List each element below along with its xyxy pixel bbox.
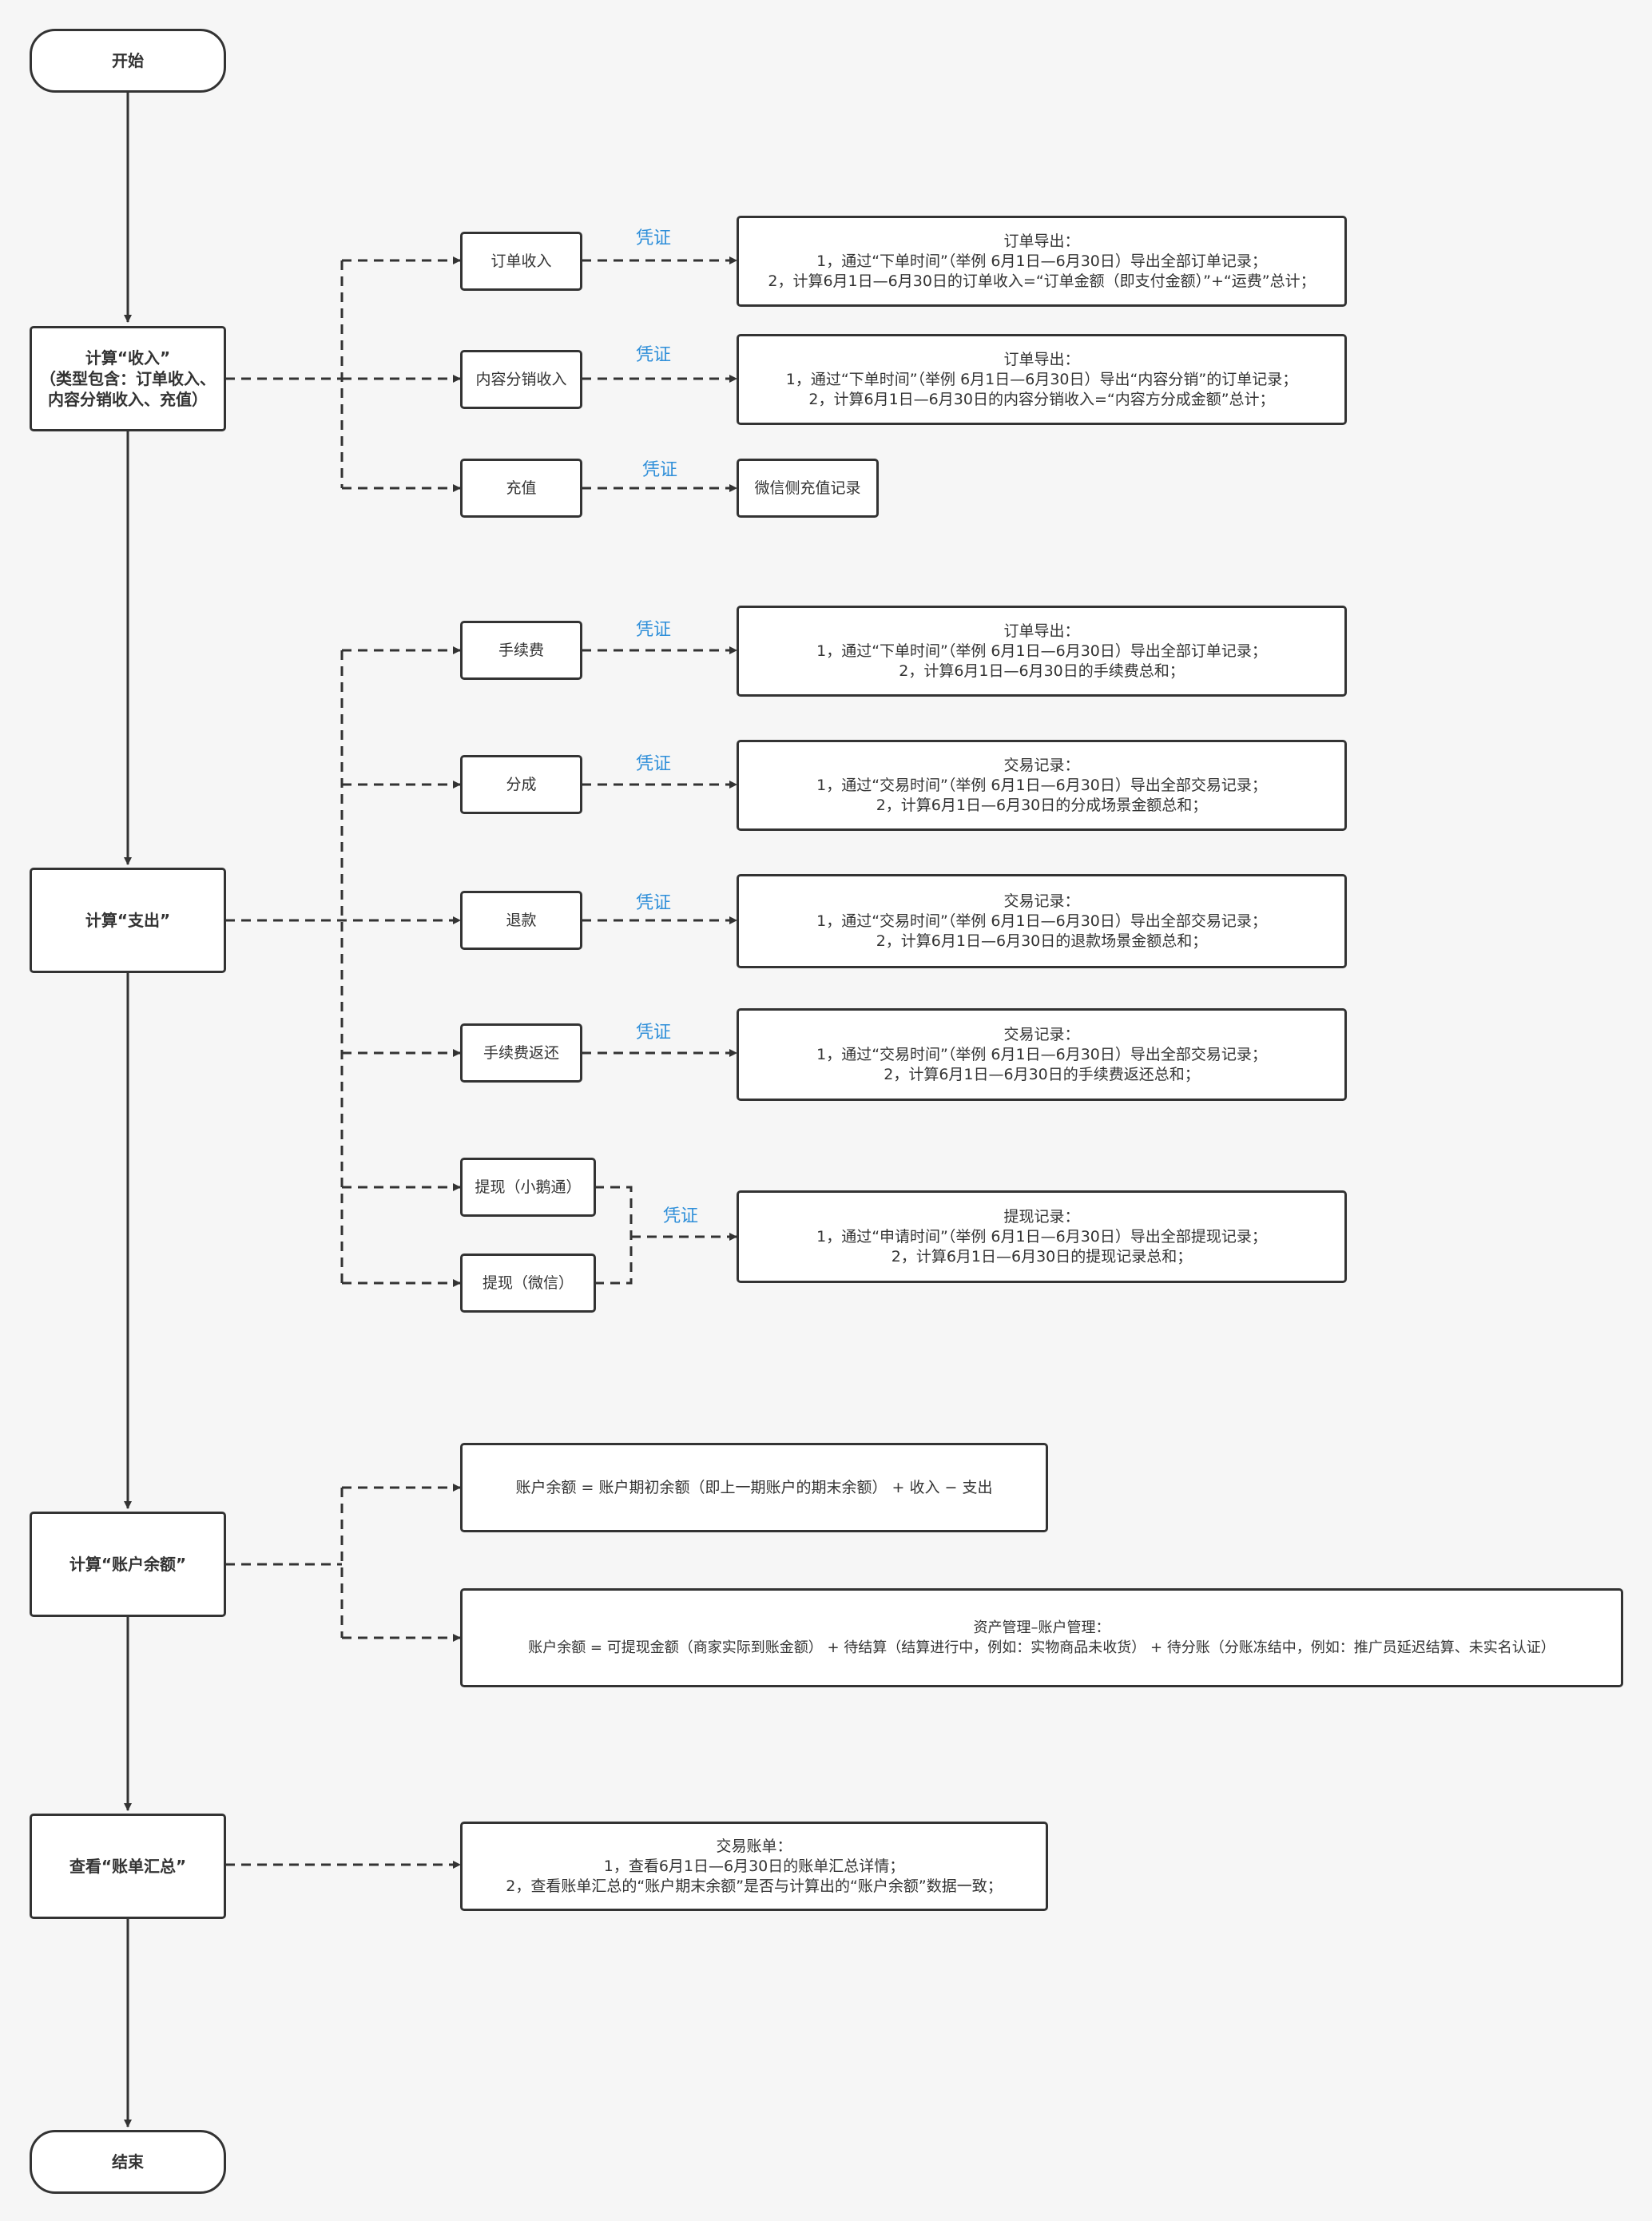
summary-node: 查看“账单汇总” [30,1814,226,1919]
detail-line: 提现记录： [1003,1207,1080,1226]
detail-line: 2，计算6月1日—6月30日的内容分销收入=“内容方分成金额”总计； [808,390,1275,408]
end-label: 结束 [112,2152,144,2171]
detail-line: 资产管理–账户管理： [973,1619,1110,1636]
withdraw-detail: 提现记录： 1，通过“申请时间”（举例 6月1日—6月30日）导出全部提现记录；… [737,1190,1347,1283]
detail-line: 2，查看账单汇总的“账户期末余额”是否与计算出的“账户余额”数据一致； [506,1877,1003,1895]
summary-detail: 交易账单： 1，查看6月1日—6月30日的账单汇总详情； 2，查看账单汇总的“账… [460,1822,1048,1911]
expense-node: 计算“支出” [30,868,226,973]
summary-label: 查看“账单汇总” [69,1857,187,1876]
refund-label: 退款 [506,911,537,929]
detail-line: 订单导出： [1003,350,1080,368]
balance-asset-box: 资产管理–账户管理： 账户余额 = 可提现金额（商家实际到账金额） + 待结算（… [460,1588,1623,1687]
detail-line: 1，通过“交易时间”（举例 6月1日—6月30日）导出全部交易记录； [816,912,1267,930]
order-income-label: 订单收入 [490,252,552,270]
balance-formula-box: 账户余额 = 账户期初余额（即上一期账户的期末余额） + 收入 − 支出 [460,1443,1048,1532]
expense-label: 计算“支出” [85,911,171,930]
detail-line: 微信侧充值记录 [754,479,861,497]
detail-line: 交易账单： [716,1837,792,1855]
fee-rebate-node: 手续费返还 [460,1023,582,1083]
detail-line: 账户余额 = 可提现金额（商家实际到账金额） + 待结算（结算进行中，例如：实物… [528,1639,1555,1656]
detail-line: 2，计算6月1日—6月30日的订单收入=“订单金额（即支付金额）”+“运费”总计… [768,272,1316,290]
detail-line: 1，通过“交易时间”（举例 6月1日—6月30日）导出全部交易记录； [816,1045,1267,1063]
fee-node: 手续费 [460,621,582,680]
fee-label: 手续费 [498,641,544,659]
detail-line: 1，通过“下单时间”（举例 6月1日—6月30日）导出全部订单记录； [816,642,1267,660]
detail-line: 2，计算6月1日—6月30日的手续费返还总和； [884,1065,1200,1083]
fee-rebate-label: 手续费返还 [482,1043,559,1062]
refund-detail: 交易记录： 1，通过“交易时间”（举例 6月1日—6月30日）导出全部交易记录；… [737,874,1347,968]
withdraw-wx-label: 提现（微信） [482,1273,574,1292]
withdraw-xpt-node: 提现（小鹅通） [460,1158,596,1217]
income-line-2: （类型包含：订单收入、 [40,369,216,388]
evidence-label-withdraw: 凭证 [663,1206,699,1226]
evidence-label-split: 凭证 [636,754,672,774]
fee-rebate-detail: 交易记录： 1，通过“交易时间”（举例 6月1日—6月30日）导出全部交易记录；… [737,1008,1347,1101]
detail-line: 账户余额 = 账户期初余额（即上一期账户的期末余额） + 收入 − 支出 [515,1478,993,1496]
evidence-label-fee-rebate: 凭证 [636,1023,672,1043]
detail-line: 1，通过“下单时间”（举例 6月1日—6月30日）导出“内容分销”的订单记录； [785,370,1298,388]
balance-node: 计算“账户余额” [30,1512,226,1617]
evidence-label-recharge: 凭证 [642,460,678,480]
withdraw-wx-node: 提现（微信） [460,1254,596,1313]
fee-detail: 订单导出： 1，通过“下单时间”（举例 6月1日—6月30日）导出全部订单记录；… [737,606,1347,697]
evidence-label-order-income: 凭证 [636,228,672,248]
edge-withdraw-join [594,1186,633,1285]
detail-line: 交易记录： [1003,756,1080,774]
detail-line: 1，通过“交易时间”（举例 6月1日—6月30日）导出全部交易记录； [816,776,1267,794]
detail-line: 交易记录： [1003,892,1080,910]
start-node: 开始 [30,29,226,93]
income-line-3: 内容分销收入、充值） [48,390,208,409]
order-income-node: 订单收入 [460,232,582,291]
detail-line: 2，计算6月1日—6月30日的提现记录总和； [891,1247,1193,1265]
content-income-node: 内容分销收入 [460,350,582,409]
split-node: 分成 [460,755,582,814]
detail-line: 2，计算6月1日—6月30日的退款场景金额总和； [876,932,1208,950]
income-node: 计算“收入” （类型包含：订单收入、 内容分销收入、充值） [30,326,226,431]
detail-line: 2，计算6月1日—6月30日的分成场景金额总和； [876,796,1208,814]
detail-line: 订单导出： [1003,622,1080,640]
content-income-detail: 订单导出： 1，通过“下单时间”（举例 6月1日—6月30日）导出“内容分销”的… [737,334,1347,425]
start-label: 开始 [112,51,144,70]
order-income-detail: 订单导出： 1，通过“下单时间”（举例 6月1日—6月30日）导出全部订单记录；… [737,216,1347,307]
detail-line: 交易记录： [1003,1025,1080,1043]
income-line-1: 计算“收入” [85,348,171,368]
split-label: 分成 [506,775,537,793]
evidence-label-refund: 凭证 [636,893,672,913]
end-node: 结束 [30,2130,226,2194]
evidence-label-fee: 凭证 [636,620,672,640]
content-income-label: 内容分销收入 [475,370,567,388]
recharge-node: 充值 [460,459,582,518]
evidence-label-content-income: 凭证 [636,345,672,365]
withdraw-xpt-label: 提现（小鹅通） [475,1178,582,1196]
detail-line: 订单导出： [1003,232,1080,250]
refund-node: 退款 [460,891,582,950]
detail-line: 1，查看6月1日—6月30日的账单汇总详情； [603,1857,905,1875]
balance-label: 计算“账户余额” [69,1555,187,1574]
recharge-detail: 微信侧充值记录 [737,459,879,518]
detail-line: 1，通过“下单时间”（举例 6月1日—6月30日）导出全部订单记录； [816,252,1267,270]
detail-line: 1，通过“申请时间”（举例 6月1日—6月30日）导出全部提现记录； [816,1227,1267,1246]
recharge-label: 充值 [506,479,537,497]
detail-line: 2，计算6月1日—6月30日的手续费总和； [899,662,1185,680]
split-detail: 交易记录： 1，通过“交易时间”（举例 6月1日—6月30日）导出全部交易记录；… [737,740,1347,831]
